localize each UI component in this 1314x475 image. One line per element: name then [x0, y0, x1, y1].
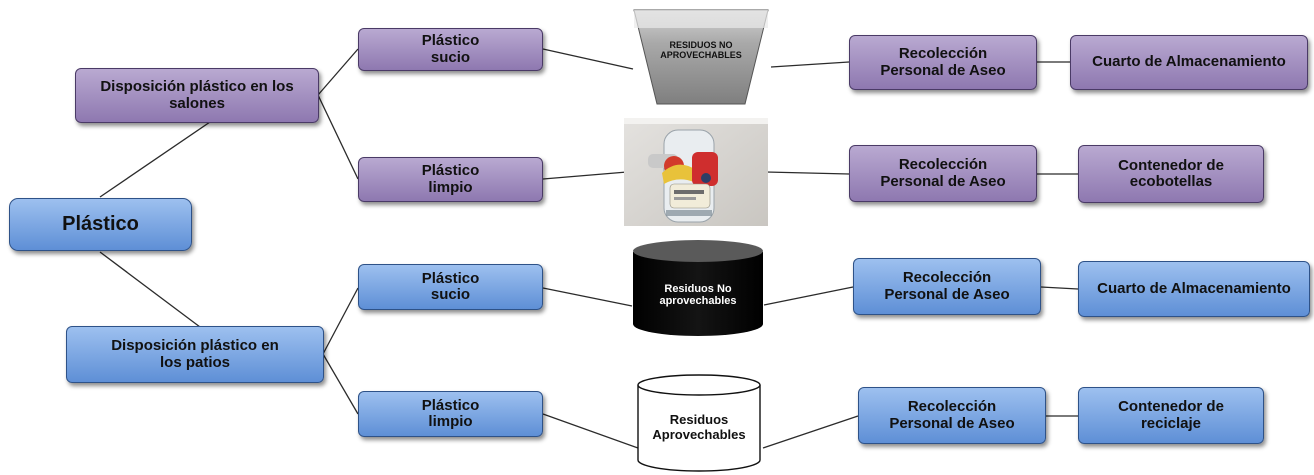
residuos-aprovechables-patios-label: Residuos Aprovechables: [652, 412, 746, 442]
plastico-limpio-salones-node: Plástico limpio: [358, 157, 543, 202]
trash-can-icon: [633, 9, 769, 105]
contenedor-reciclaje-node: Contenedor de reciclaje: [1078, 387, 1264, 444]
cuarto-almacenamiento-salones-node: Cuarto de Almacenamiento: [1070, 35, 1308, 90]
residuos-no-aprovechables-patios-label: Residuos No aprovechables: [659, 283, 737, 308]
residuos-no-aprovechables-salones-label: RESIDUOS NO APROVECHABLES: [660, 40, 742, 61]
plastico-sucio-salones-node: Plástico sucio: [358, 28, 543, 71]
plastico-sucio-patios-node: Plástico sucio: [358, 264, 543, 310]
contenedor-ecobotellas-node: Contenedor de ecobotellas: [1078, 145, 1264, 203]
recoleccion-salones-limpio-node: Recolección Personal de Aseo: [849, 145, 1037, 202]
recoleccion-salones-sucio-node: Recolección Personal de Aseo: [849, 35, 1037, 90]
ecobottle-photo: [624, 118, 768, 226]
white-bin-icon: [637, 374, 761, 472]
cuarto-almacenamiento-patios-node: Cuarto de Almacenamiento: [1078, 261, 1310, 317]
black-bin-icon: [633, 240, 763, 336]
recoleccion-patios-limpio-node: Recolección Personal de Aseo: [858, 387, 1046, 444]
disposition-patios-node: Disposición plástico en los patios: [66, 326, 324, 383]
disposition-salones-node: Disposición plástico en los salones: [75, 68, 319, 123]
recoleccion-patios-sucio-node: Recolección Personal de Aseo: [853, 258, 1041, 315]
root-node-plastico: Plástico: [9, 198, 192, 251]
plastico-limpio-patios-node: Plástico limpio: [358, 391, 543, 437]
